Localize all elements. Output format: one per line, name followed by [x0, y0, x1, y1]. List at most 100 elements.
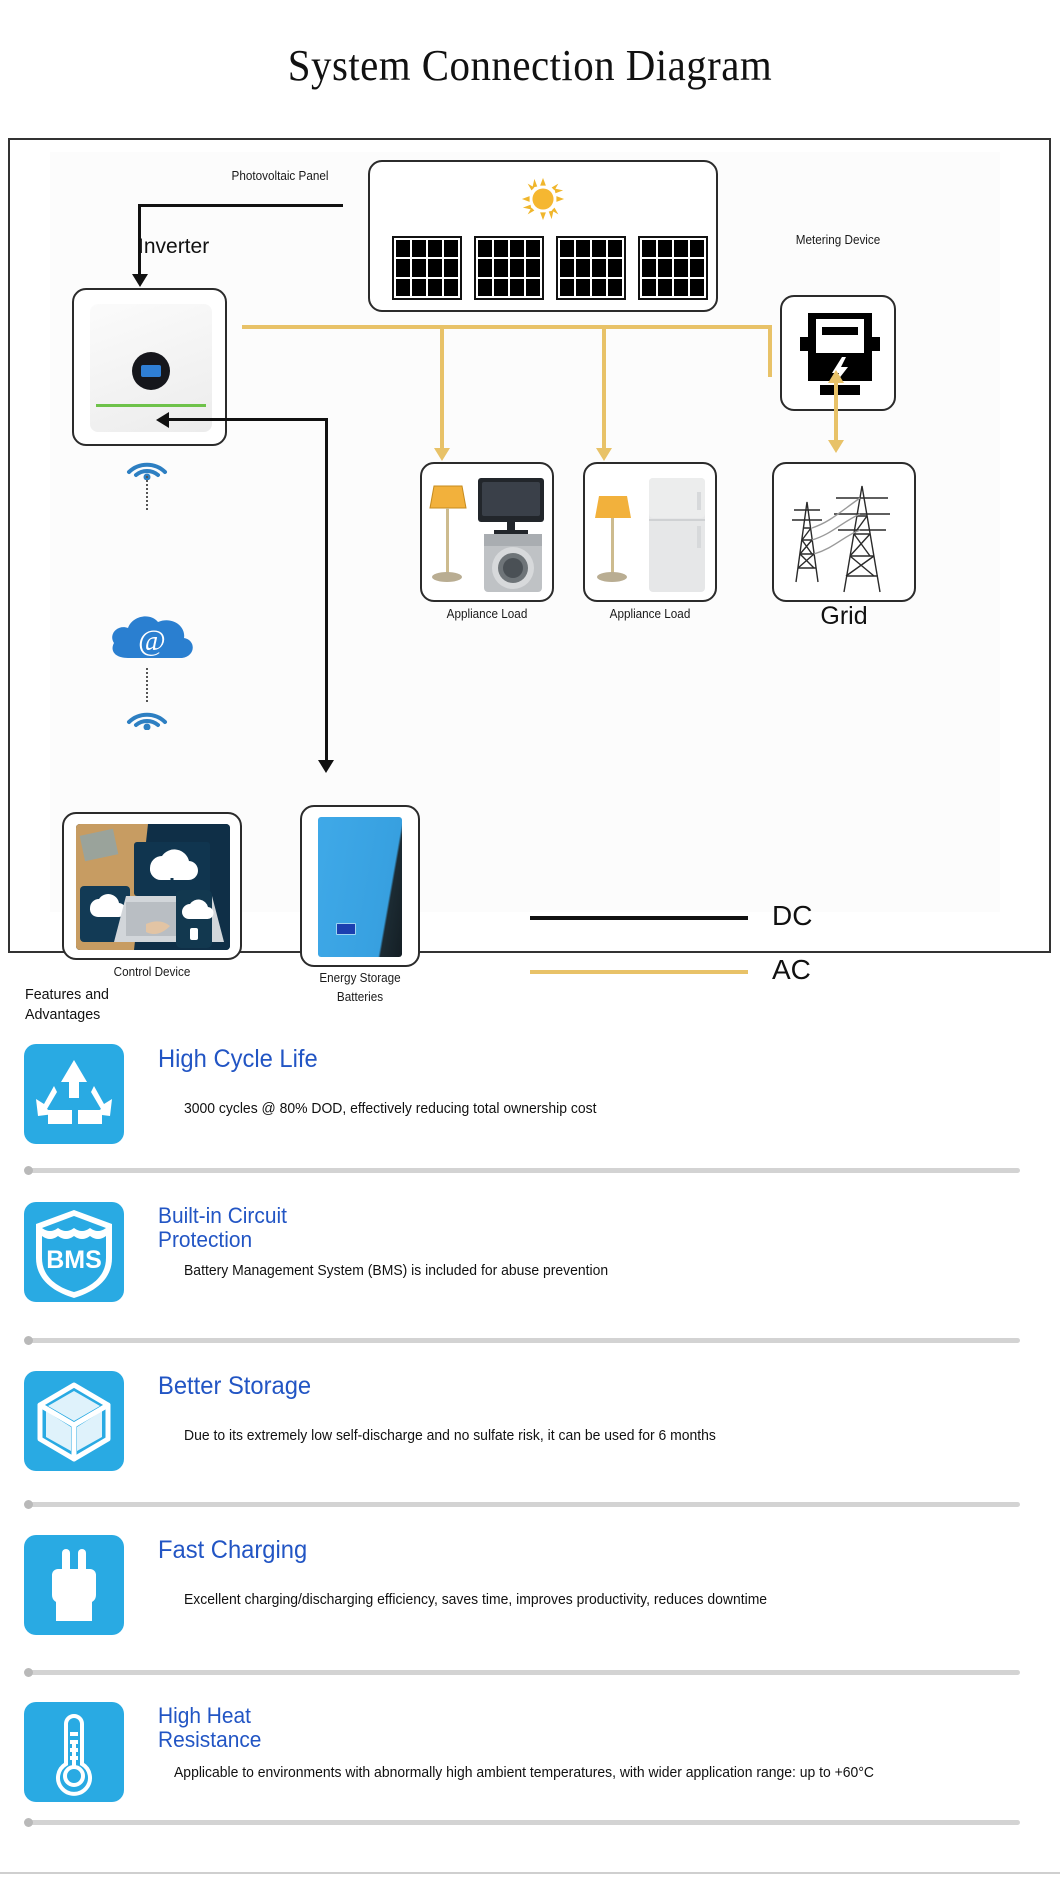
ac-drop-load1: [440, 325, 444, 451]
pv-cell: [556, 236, 626, 300]
devices-cloud-photo: [76, 824, 230, 950]
feature-divider: [24, 1818, 1020, 1827]
feature-description: 3000 cycles @ 80% DOD, effectively reduc…: [184, 1100, 597, 1117]
metering-device-label: Metering Device: [795, 232, 881, 247]
feature-divider: [24, 1668, 1020, 1677]
pv-cell-array: [392, 236, 708, 300]
box-glyph: [37, 1382, 111, 1462]
diagram-legend: DC AC: [530, 900, 950, 1008]
arrow-ac-to-grid: [828, 440, 844, 453]
ac-riser-meter: [768, 325, 772, 377]
inverter-label: Inverter: [138, 235, 210, 258]
energy-storage-label-line1: Energy Storage: [319, 970, 401, 985]
ac-bus-line: [242, 325, 772, 329]
feature-divider: [24, 1336, 1020, 1345]
feature-description: Due to its extremely low self-discharge …: [184, 1427, 716, 1444]
photovoltaic-panel-label: Photovoltaic Panel: [231, 168, 329, 183]
dotted-link-lower: [146, 668, 148, 702]
tv-icon: [478, 478, 544, 534]
ac-line-swatch: [530, 970, 748, 974]
feature-divider: [24, 1166, 1020, 1175]
system-connection-diagram: Photovoltaic Panel Inverter @: [8, 138, 1051, 1004]
lamp-icon: [595, 496, 631, 582]
arrow-ac-to-meter: [828, 370, 844, 383]
inverter-node: [72, 288, 227, 446]
control-device-photo: [76, 824, 230, 950]
ac-meter-to-grid: [834, 382, 838, 442]
plug-glyph: [51, 1549, 97, 1621]
pv-cell: [474, 236, 544, 300]
inverter-led-stripe: [96, 404, 206, 407]
arrow-to-battery: [318, 760, 334, 773]
inverter-body: [90, 304, 212, 432]
feature-title: Fast Charging: [158, 1536, 308, 1564]
feature-description: Applicable to environments with abnormal…: [174, 1764, 874, 1781]
features-heading-line2: Advantages: [25, 1006, 101, 1024]
thermometer-glyph: [56, 1714, 92, 1796]
bms-shield-icon: BMS: [24, 1202, 124, 1302]
appliance-load-2-label: Appliance Load: [609, 606, 691, 621]
feature-title: High Heat: [158, 1703, 251, 1728]
arrow-to-inverter: [156, 412, 169, 428]
feature-title: High Cycle Life: [158, 1045, 318, 1073]
energy-storage-battery-node: [300, 805, 420, 967]
grid-node: [772, 462, 916, 602]
feature-divider: [24, 1500, 1020, 1509]
shield-glyph: BMS: [36, 1210, 112, 1298]
lamp-icon: [429, 485, 467, 582]
battery-body: [318, 817, 402, 957]
feature-description: Battery Management System (BMS) is inclu…: [184, 1262, 609, 1279]
dc-label: DC: [772, 900, 813, 931]
features-heading-line1: Features and: [25, 986, 109, 1003]
recycle-icon: [24, 1044, 124, 1144]
sun-icon: [521, 177, 565, 221]
appliance-load-1-node: [420, 462, 554, 602]
ac-drop-load2: [602, 325, 606, 451]
arrow-ac-to-load1: [434, 448, 450, 461]
wire-pv-to-inverter-h: [138, 204, 343, 207]
arrow-pv-to-inverter: [132, 274, 148, 287]
grid-label: Grid: [820, 602, 868, 630]
feature-title: Built-in Circuit: [158, 1203, 287, 1228]
arrow-ac-to-load2: [596, 448, 612, 461]
cloud-internet-icon: @: [112, 616, 193, 658]
electric-meter-icon: [800, 313, 880, 395]
ac-label: AC: [772, 954, 811, 985]
wire-battery-to-inverter-h: [165, 418, 328, 421]
feature-title-line2: Resistance: [158, 1727, 262, 1752]
box-icon: [24, 1371, 124, 1471]
pv-cell: [638, 236, 708, 300]
dc-line-swatch: [530, 916, 748, 920]
appliance-load-1-label: Appliance Load: [446, 606, 528, 621]
feature-title: Better Storage: [158, 1372, 312, 1400]
recycle-glyph: [36, 1060, 112, 1124]
washing-machine-icon: [484, 534, 542, 592]
power-tower-icon: [792, 485, 890, 593]
appliance-load-1-icons: [429, 478, 544, 592]
appliance-load-2-node: [583, 462, 717, 602]
page-bottom-rule: [0, 1872, 1060, 1874]
features-heading: Features and Advantages: [25, 985, 109, 1026]
wire-to-battery-v: [325, 418, 328, 763]
bms-text: BMS: [46, 1246, 102, 1274]
feature-description: Excellent charging/discharging efficienc…: [184, 1591, 768, 1608]
page-title: System Connection Diagram: [287, 41, 773, 90]
appliance-load-2-icons: [595, 478, 705, 592]
control-device-label: Control Device: [113, 964, 191, 979]
wire-pv-to-inverter-v: [138, 204, 141, 276]
wifi-icon: [127, 712, 167, 730]
control-device-node: [62, 812, 242, 960]
refrigerator-icon: [649, 478, 705, 592]
metering-device-node: [780, 295, 896, 411]
plug-icon: [24, 1535, 124, 1635]
pv-cell: [392, 236, 462, 300]
thermometer-icon: [24, 1702, 124, 1802]
legend-row-ac: AC: [530, 954, 950, 1008]
dotted-link-upper: [146, 476, 148, 510]
energy-storage-label-line2: Batteries: [336, 989, 384, 1004]
inverter-display: [132, 352, 170, 390]
photovoltaic-panel-node: [368, 160, 718, 312]
battery-display: [336, 923, 356, 935]
legend-row-dc: DC: [530, 900, 950, 954]
cloud-at-symbol: @: [138, 624, 166, 657]
